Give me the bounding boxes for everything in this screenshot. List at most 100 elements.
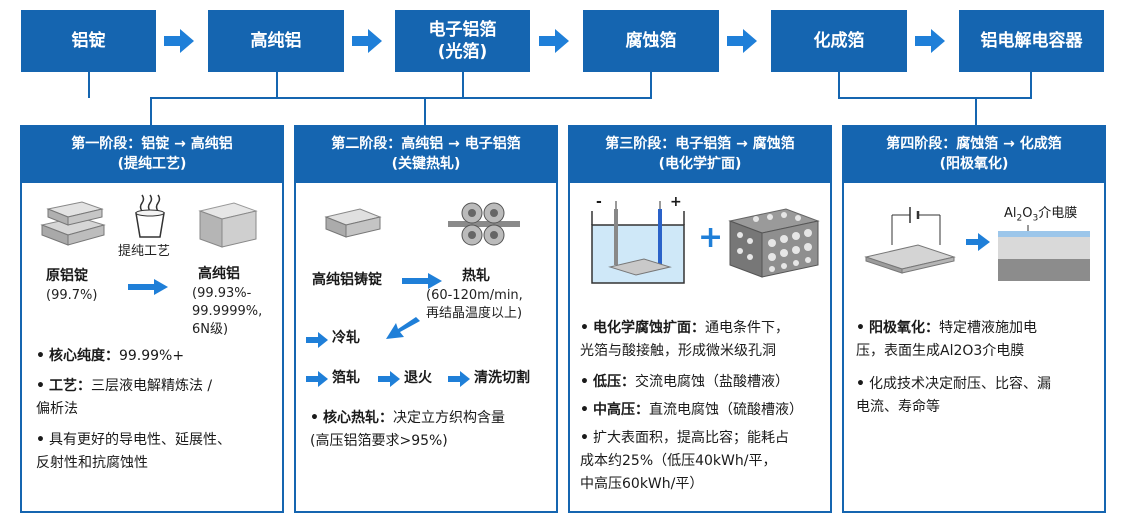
stage2-header: 第二阶段：高纯铝 → 电子铝箔 (关键热轧) [296, 127, 556, 183]
bullet-key: 阳极氧化： [868, 320, 939, 336]
connector-line [424, 97, 426, 125]
hot-rolling-note: (60-120m/min, 再结晶温度以上) [426, 288, 523, 321]
flow-step-label: 腐蚀箔 [625, 31, 677, 51]
stage4-title: 第四阶段：腐蚀箔 → 化成箔 [886, 136, 1062, 152]
bullet-key: 中高压： [592, 402, 649, 418]
flow-step-capacitor: 铝电解电容器 [959, 10, 1104, 72]
flow-step-label: 高纯铝 [250, 31, 302, 51]
arrow-right-icon [306, 371, 328, 387]
stage2-bullet-hot-rolling: •核心热轧：决定立方织构含量 (高压铝箔要求>95%) [310, 410, 505, 449]
flow-step-etched-foil: 腐蚀箔 [583, 10, 719, 72]
connector-line [150, 97, 278, 99]
stage3-title: 第三阶段：电子铝箔 → 腐蚀箔 [605, 136, 795, 152]
arrow-right-icon [306, 332, 328, 348]
raw-ingot-purity: (99.7%) [46, 288, 98, 303]
flow-step-electronic-foil: 电子铝箔 (光箔) [395, 10, 530, 72]
stage4-subtitle: (阳极氧化) [939, 156, 1009, 172]
bullet-key: 核心纯度： [48, 348, 119, 364]
stage1-title: 第一阶段：铝锭 → 高纯铝 [71, 136, 233, 152]
arrow-right-icon [727, 29, 757, 53]
stage3-panel: 第三阶段：电子铝箔 → 腐蚀箔 (电化学扩面) - + + •电化学腐蚀扩面：通… [568, 125, 832, 513]
bullet-text: 扩大表面积，提高比容；能耗占 成本约25%（低压40kWh/平， 中高压60kW… [580, 430, 789, 492]
arrow-right-icon [378, 371, 400, 387]
connector-line [276, 97, 464, 99]
bullet-text: 特定槽液施加电 压，表面生成Al2O3介电膜 [856, 320, 1037, 359]
bullet-text: 直流电腐蚀（硫酸槽液） [648, 402, 803, 418]
stage3-bullet-energy: •扩大表面积，提高比容；能耗占 成本约25%（低压40kWh/平， 中高压60k… [580, 430, 789, 492]
bullet-text: 决定立方织构含量 (高压铝箔要求>95%) [310, 410, 505, 449]
flow-step-label: 电子铝箔 (光箔) [428, 20, 497, 62]
stage3-bullet-low-voltage: •低压：交流电腐蚀（盐酸槽液） [580, 374, 789, 390]
arrow-right-icon [128, 279, 168, 295]
bullet-text: 化成技术决定耐压、比容、漏 电流、寿命等 [856, 376, 1051, 415]
film-label-sub: 3 [1032, 213, 1039, 224]
connector-line [150, 97, 152, 125]
process-label: 提纯工艺 [118, 244, 171, 259]
pure-aluminum-name: 高纯铝 [198, 266, 240, 282]
connector-line [462, 72, 464, 98]
arrow-right-icon [402, 273, 442, 289]
flow-step-label: 铝电解电容器 [980, 31, 1083, 51]
connector-line [650, 72, 652, 98]
anodization-cell-icon [864, 207, 956, 274]
connector-line [838, 97, 1032, 99]
pure-aluminum-purity: (99.93%- 99.9999%, 6N级) [192, 286, 263, 337]
stage4-bullet-anodization: •阳极氧化：特定槽液施加电 压，表面生成Al2O3介电膜 [856, 320, 1037, 359]
stage1-bullet-process: •工艺：三层液电解精炼法 / 偏析法 [36, 378, 213, 417]
plus-sign: + [670, 194, 682, 210]
pure-aluminum-block-icon [198, 202, 258, 248]
bullet-text: 交流电腐蚀（盐酸槽液） [634, 374, 789, 390]
arrow-down-left-icon [386, 317, 420, 339]
bullet-key: 低压： [592, 374, 635, 390]
bullet-text: 通电条件下， 光箔与酸接触，形成微米级孔洞 [580, 320, 789, 359]
stage4-panel: 第四阶段：腐蚀箔 → 化成箔 (阳极氧化) Al2O3介电膜 •阳极氧化：特定槽… [842, 125, 1106, 513]
connector-line [276, 72, 278, 98]
flow-step-aluminum-ingot: 铝锭 [21, 10, 156, 72]
stage3-subtitle: (电化学扩面) [658, 156, 742, 172]
aluminum-ingot-icon [40, 201, 106, 246]
dielectric-film-icon [998, 225, 1090, 281]
stage1-bullet-purity: •核心纯度：99.99%+ [36, 348, 185, 364]
dielectric-film-label: Al2O3介电膜 [1004, 203, 1077, 230]
minus-sign: - [596, 194, 602, 210]
plus-connector: + [698, 220, 724, 255]
rolling-mill-icon [448, 202, 520, 246]
stage3-header: 第三阶段：电子铝箔 → 腐蚀箔 (电化学扩面) [570, 127, 830, 183]
bullet-text: 三层液电解精炼法 / 偏析法 [36, 378, 213, 417]
stage3-bullet-high-voltage: •中高压：直流电腐蚀（硫酸槽液） [580, 402, 803, 418]
bullet-key: 核心热轧： [322, 410, 393, 426]
clean-cut-label: 清洗切割 [474, 370, 530, 386]
connector-line [1030, 72, 1032, 98]
arrow-right-icon [915, 29, 945, 53]
aluminum-ingot-icon [324, 208, 382, 238]
stage4-bullet-formation: •化成技术决定耐压、比容、漏 电流、寿命等 [856, 376, 1051, 415]
connector-line [88, 72, 90, 98]
foil-rolling-label: 箔轧 [332, 370, 360, 386]
bullet-text: 99.99%+ [118, 348, 185, 364]
bullet-key: 工艺： [48, 378, 91, 394]
annealing-label: 退火 [404, 370, 432, 386]
flow-step-label: 铝锭 [71, 31, 106, 51]
bullet-key: 电化学腐蚀扩面： [592, 320, 705, 336]
flow-step-high-purity-aluminum: 高纯铝 [208, 10, 344, 72]
cold-rolling-label: 冷轧 [332, 330, 360, 346]
film-label-part: Al [1004, 206, 1017, 221]
arrow-right-icon [966, 233, 990, 251]
connector-line [838, 72, 840, 98]
connector-line [462, 97, 652, 99]
stage1-header: 第一阶段：铝锭 → 高纯铝 (提纯工艺) [22, 127, 282, 183]
ingot-label: 高纯铝铸锭 [312, 272, 382, 288]
film-label-sub: 2 [1016, 213, 1023, 224]
film-label-part: O [1022, 206, 1033, 221]
flow-step-formed-foil: 化成箔 [771, 10, 907, 72]
hot-rolling-label: 热轧 [462, 268, 490, 284]
porous-foil-icon [728, 208, 820, 278]
stage4-header: 第四阶段：腐蚀箔 → 化成箔 (阳极氧化) [844, 127, 1104, 183]
stage1-panel: 第一阶段：铝锭 → 高纯铝 (提纯工艺) 提纯工艺 原铝锭 (99.7%) 高纯… [20, 125, 284, 513]
raw-ingot-name: 原铝锭 [46, 268, 88, 284]
arrow-right-icon [352, 29, 382, 53]
arrow-right-icon [448, 371, 470, 387]
arrow-right-icon [539, 29, 569, 53]
stage1-subtitle: (提纯工艺) [117, 156, 187, 172]
stage2-subtitle: (关键热轧) [391, 156, 461, 172]
